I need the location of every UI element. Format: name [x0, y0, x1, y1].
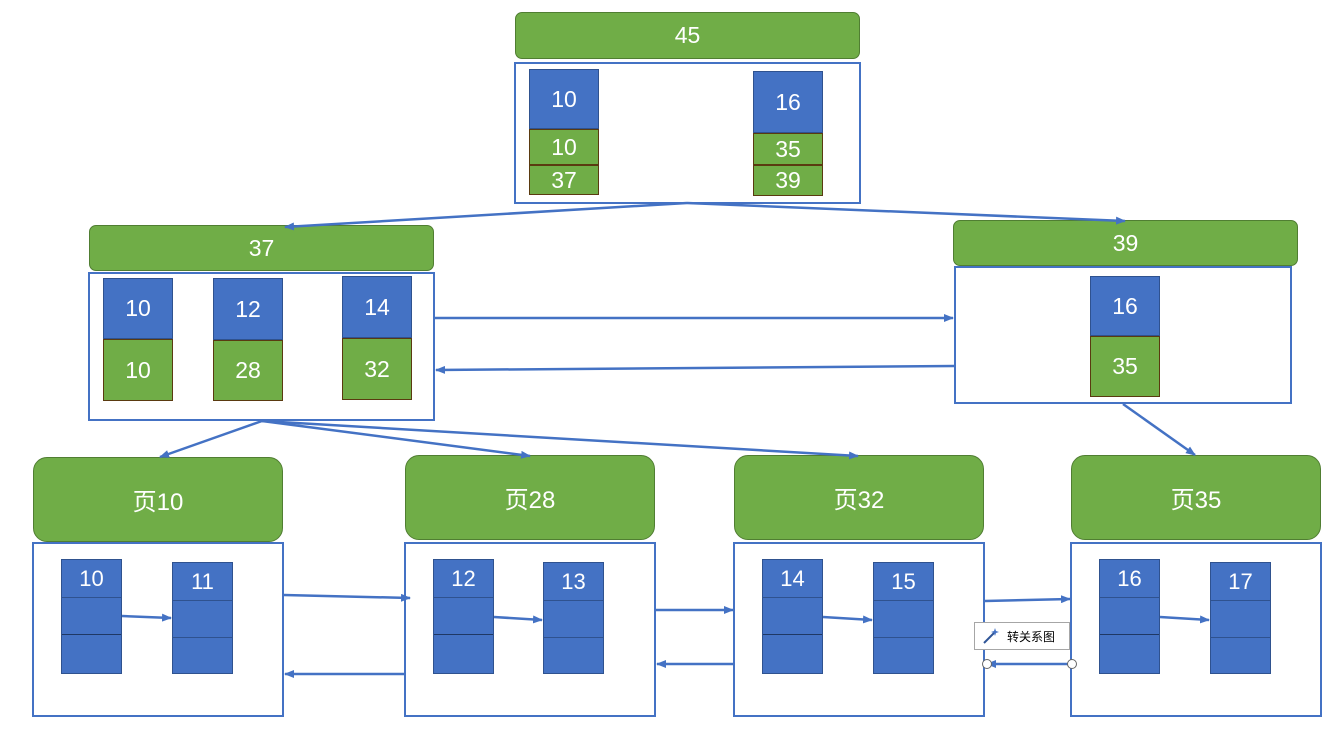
arrow-page32-to-page35: [984, 595, 1071, 604]
record-row: [544, 637, 603, 673]
mid-left-entry-3-val: 32: [342, 338, 412, 400]
magic-wand-icon: [983, 628, 999, 644]
record-row: [544, 600, 603, 638]
leaf-page-35-record-2: 17: [1210, 562, 1271, 674]
leaf-page-10-record-1: 10: [61, 559, 122, 674]
arrow-37-to-page10: [159, 419, 263, 459]
record-key: 12: [434, 560, 493, 598]
record-row: [763, 597, 822, 635]
leaf-page-35-record-1: 16: [1099, 559, 1160, 674]
record-row: [173, 637, 232, 673]
root-entry-2-val-2: 39: [753, 165, 823, 196]
arrow-page10-to-page28: [283, 593, 411, 602]
leaf-page-28-header: 页28: [405, 455, 655, 540]
root-entry-1-val-2: 37: [529, 165, 599, 195]
leaf-page-32-record-2: 15: [873, 562, 934, 674]
arrow-39-to-37: [435, 364, 955, 374]
record-row: [173, 600, 232, 638]
arrow-37-to-page32: [261, 419, 859, 460]
leaf-page-28-box: [404, 542, 656, 717]
record-row: [1100, 634, 1159, 673]
leaf-page-32-header: 页32: [734, 455, 984, 540]
record-key: 13: [544, 563, 603, 601]
record-key: 16: [1100, 560, 1159, 598]
record-row: [62, 634, 121, 673]
root-node-header: 45: [515, 12, 860, 59]
record-key: 10: [62, 560, 121, 598]
leaf-page-35-header: 页35: [1071, 455, 1321, 540]
record-row: [1100, 597, 1159, 635]
record-row: [62, 597, 121, 635]
leaf-page-28-record-1: 12: [433, 559, 494, 674]
leaf-page-32-record-1: 14: [762, 559, 823, 674]
leaf-page-28-record-2: 13: [543, 562, 604, 674]
arrow-root-to-39: [686, 201, 1126, 225]
record-row: [434, 597, 493, 635]
connector-handle-end[interactable]: [1067, 659, 1077, 669]
convert-to-diagram-tooltip[interactable]: 转关系图: [974, 622, 1070, 650]
record-row: [874, 600, 933, 638]
leaf-page-10-record-2: 11: [172, 562, 233, 674]
leaf-page-10-box: [32, 542, 284, 717]
mid-right-node-header: 39: [953, 220, 1298, 266]
mid-left-node-header: 37: [89, 225, 434, 271]
record-key: 17: [1211, 563, 1270, 601]
tooltip-label: 转关系图: [1007, 629, 1056, 644]
mid-left-entry-3-key: 14: [342, 276, 412, 338]
root-entry-2-key: 16: [753, 71, 823, 133]
leaf-page-35-box: [1070, 542, 1322, 717]
mid-left-entry-2-val: 28: [213, 340, 283, 401]
mid-left-entry-1-key: 10: [103, 278, 173, 339]
record-row: [1211, 637, 1270, 673]
root-entry-1-val-1: 10: [529, 129, 599, 165]
mid-right-entry-1-val: 35: [1090, 336, 1160, 397]
record-row: [763, 634, 822, 673]
mid-left-entry-2-key: 12: [213, 278, 283, 340]
connector-handle-start[interactable]: [982, 659, 992, 669]
record-key: 11: [173, 563, 232, 601]
record-key: 14: [763, 560, 822, 598]
leaf-page-10-header: 页10: [33, 457, 283, 542]
record-key: 15: [874, 563, 933, 601]
arrow-37-to-page28: [261, 419, 531, 459]
arrow-root-to-37: [284, 201, 688, 231]
arrow-39-to-page35: [1122, 402, 1196, 457]
record-row: [1211, 600, 1270, 638]
record-row: [434, 634, 493, 673]
mid-right-entry-1-key: 16: [1090, 276, 1160, 336]
mid-left-entry-1-val: 10: [103, 339, 173, 401]
root-entry-1-key: 10: [529, 69, 599, 129]
record-row: [874, 637, 933, 673]
root-entry-2-val-1: 35: [753, 133, 823, 165]
